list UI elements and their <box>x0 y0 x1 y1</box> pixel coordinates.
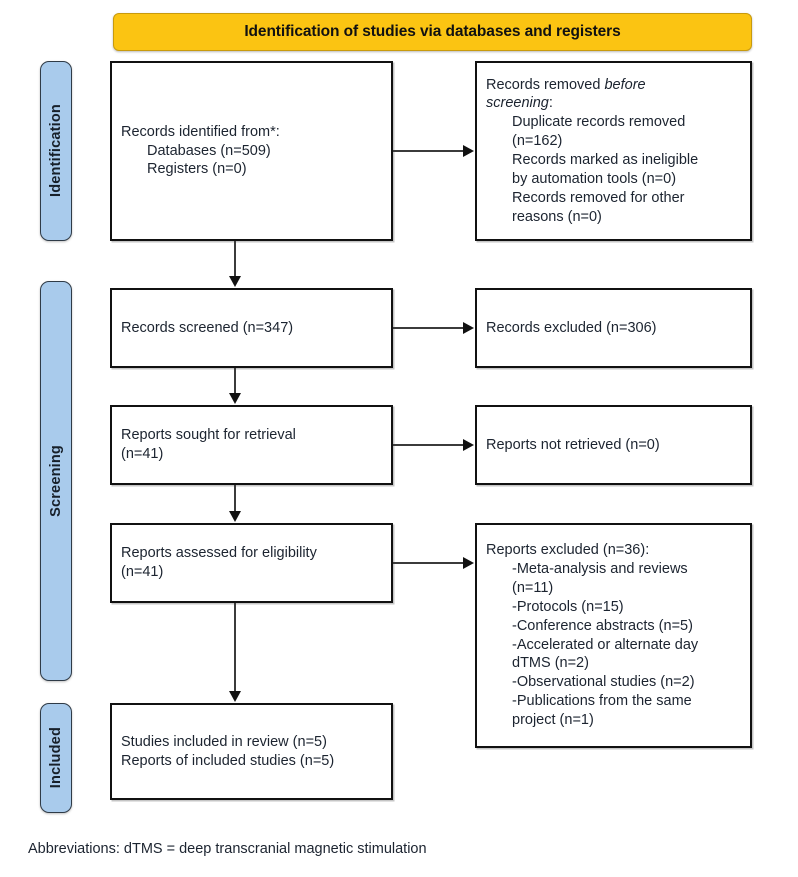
studies-included-line2: Reports of included studies (n=5) <box>121 752 335 769</box>
reports-sought-line1: Reports sought for retrieval <box>121 427 296 444</box>
reports-assessed-line2: (n=41) <box>121 564 164 580</box>
arrow-down-icon-sought-to-assessed <box>228 511 241 522</box>
records-removed-heading-italic-screening: screening <box>486 95 549 112</box>
box-reports-assessed-body: Reports assessed for eligibility (n=41) <box>121 544 382 582</box>
connector-sought-to-not-retrieved <box>393 444 464 446</box>
connector-assessed-to-included <box>234 603 236 692</box>
box-records-removed: Records removed before screening: Duplic… <box>475 61 752 241</box>
arrow-down-icon-assessed-to-included <box>228 691 241 702</box>
box-records-identified-body: Records identified from*: Databases (n=5… <box>121 123 382 180</box>
records-removed-heading-2: screening: <box>486 94 741 113</box>
connector-identified-to-removed <box>393 150 464 152</box>
records-removed-other-a: Records removed for other <box>512 189 685 206</box>
arrow-down-icon-screened-to-sought <box>228 393 241 404</box>
arrow-right-icon-identified-to-removed <box>463 144 474 157</box>
arrow-right-icon-sought-to-not-retrieved <box>463 438 474 451</box>
box-reports-not-retrieved: Reports not retrieved (n=0) <box>475 405 752 485</box>
reports-excluded-accelerated-b: dTMS (n=2) <box>512 655 589 672</box>
stage-label-screening-text: Screening <box>48 445 64 517</box>
arrow-down-icon-identified-to-screened <box>228 276 241 287</box>
reports-sought-line2: (n=41) <box>121 446 164 462</box>
records-identified-line1: Records identified from*: <box>121 123 280 140</box>
records-removed-heading-italic-before: before <box>604 76 646 93</box>
connector-screened-to-excluded <box>393 327 464 329</box>
box-reports-not-retrieved-body: Reports not retrieved (n=0) <box>486 436 741 455</box>
records-removed-duplicate-b: (n=162) <box>512 133 563 150</box>
box-reports-excluded: Reports excluded (n=36): -Meta-analysis … <box>475 523 752 748</box>
reports-assessed-line1: Reports assessed for eligibility <box>121 545 317 562</box>
box-studies-included-body: Studies included in review (n=5) Reports… <box>121 733 382 771</box>
box-records-screened: Records screened (n=347) <box>110 288 393 368</box>
stage-label-screening: Screening <box>40 281 72 681</box>
records-removed-heading: Records removed before <box>486 76 741 95</box>
records-removed-duplicate-a: Duplicate records removed <box>512 114 686 131</box>
records-removed-other-b: reasons (n=0) <box>512 208 602 225</box>
box-records-identified: Records identified from*: Databases (n=5… <box>110 61 393 241</box>
records-removed-heading-plain: Records removed <box>486 76 605 93</box>
arrow-right-icon-screened-to-excluded <box>463 321 474 334</box>
box-reports-assessed: Reports assessed for eligibility (n=41) <box>110 523 393 603</box>
records-screened-text: Records screened (n=347) <box>121 319 294 336</box>
abbreviations-footnote: Abbreviations: dTMS = deep transcranial … <box>28 841 427 857</box>
reports-not-retrieved-text: Reports not retrieved (n=0) <box>486 436 660 453</box>
stage-label-included-text: Included <box>48 727 64 789</box>
records-removed-ineligible-b: by automation tools (n=0) <box>512 170 677 187</box>
box-records-excluded: Records excluded (n=306) <box>475 288 752 368</box>
box-studies-included: Studies included in review (n=5) Reports… <box>110 703 393 800</box>
connector-screened-to-sought <box>234 368 236 394</box>
box-reports-excluded-body: Reports excluded (n=36): -Meta-analysis … <box>486 541 741 729</box>
reports-excluded-publications-b: project (n=1) <box>512 711 594 728</box>
box-records-removed-body: Records removed before screening: Duplic… <box>486 76 741 227</box>
stage-label-identification-text: Identification <box>48 104 64 198</box>
records-identified-databases: Databases (n=509) <box>147 142 271 159</box>
connector-identified-to-screened <box>234 241 236 277</box>
records-removed-ineligible-a: Records marked as ineligible <box>512 152 699 168</box>
reports-excluded-meta-a: -Meta-analysis and reviews <box>512 561 688 578</box>
records-removed-heading-colon: : <box>548 95 553 112</box>
reports-excluded-meta-b: (n=11) <box>512 579 554 596</box>
box-records-excluded-body: Records excluded (n=306) <box>486 319 741 338</box>
records-excluded-text: Records excluded (n=306) <box>486 319 657 336</box>
reports-excluded-protocols: -Protocols (n=15) <box>512 598 624 615</box>
stage-label-identification: Identification <box>40 61 72 241</box>
stage-label-included: Included <box>40 703 72 813</box>
records-identified-registers: Registers (n=0) <box>147 161 247 178</box>
reports-excluded-conference: -Conference abstracts (n=5) <box>512 617 693 634</box>
studies-included-line1: Studies included in review (n=5) <box>121 733 327 750</box>
reports-excluded-observational: -Observational studies (n=2) <box>512 674 695 691</box>
arrow-right-icon-assessed-to-excluded <box>463 556 474 569</box>
reports-excluded-heading: Reports excluded (n=36): <box>486 542 650 559</box>
diagram-header-banner: Identification of studies via databases … <box>113 13 752 51</box>
reports-excluded-publications-a: -Publications from the same <box>512 693 692 710</box>
box-records-screened-body: Records screened (n=347) <box>121 319 382 338</box>
diagram-header-title: Identification of studies via databases … <box>244 23 621 40</box>
connector-sought-to-assessed <box>234 485 236 512</box>
connector-assessed-to-excluded <box>393 562 464 564</box>
reports-excluded-accelerated-a: -Accelerated or alternate day <box>512 636 699 653</box>
box-reports-sought: Reports sought for retrieval (n=41) <box>110 405 393 485</box>
box-reports-sought-body: Reports sought for retrieval (n=41) <box>121 426 382 464</box>
